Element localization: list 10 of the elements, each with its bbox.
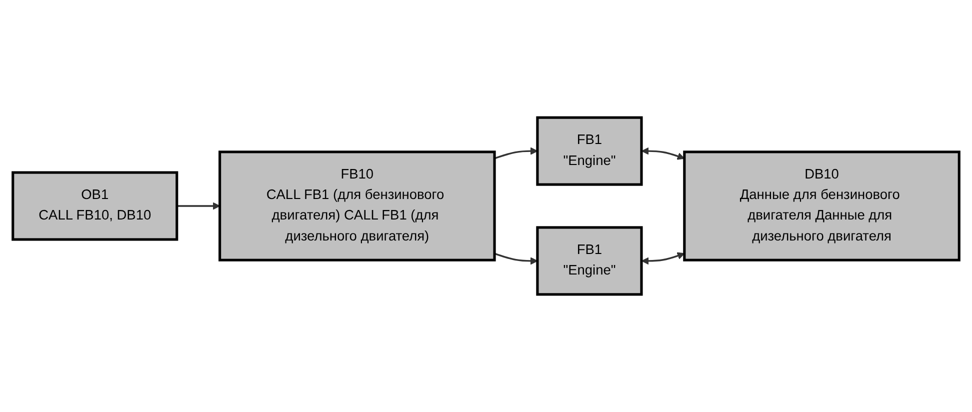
node-box: FB1 "Engine" bbox=[536, 116, 643, 186]
node-box: FB10 CALL FB1 (для бензинового двигателя) CALL FB1 (для дизельного двигателя) bbox=[218, 150, 496, 262]
arrow bbox=[641, 147, 685, 160]
arrow bbox=[176, 202, 220, 210]
node-box: DB10 Данные для бензинового двигателя Данные для дизельного двигателя bbox=[683, 150, 960, 262]
node-box: OB1 CALL FB10, DB10 bbox=[12, 171, 178, 241]
arrow bbox=[494, 147, 538, 160]
node-box: FB1 "Engine" bbox=[536, 226, 643, 296]
arrow bbox=[641, 252, 685, 265]
arrow bbox=[494, 252, 538, 265]
